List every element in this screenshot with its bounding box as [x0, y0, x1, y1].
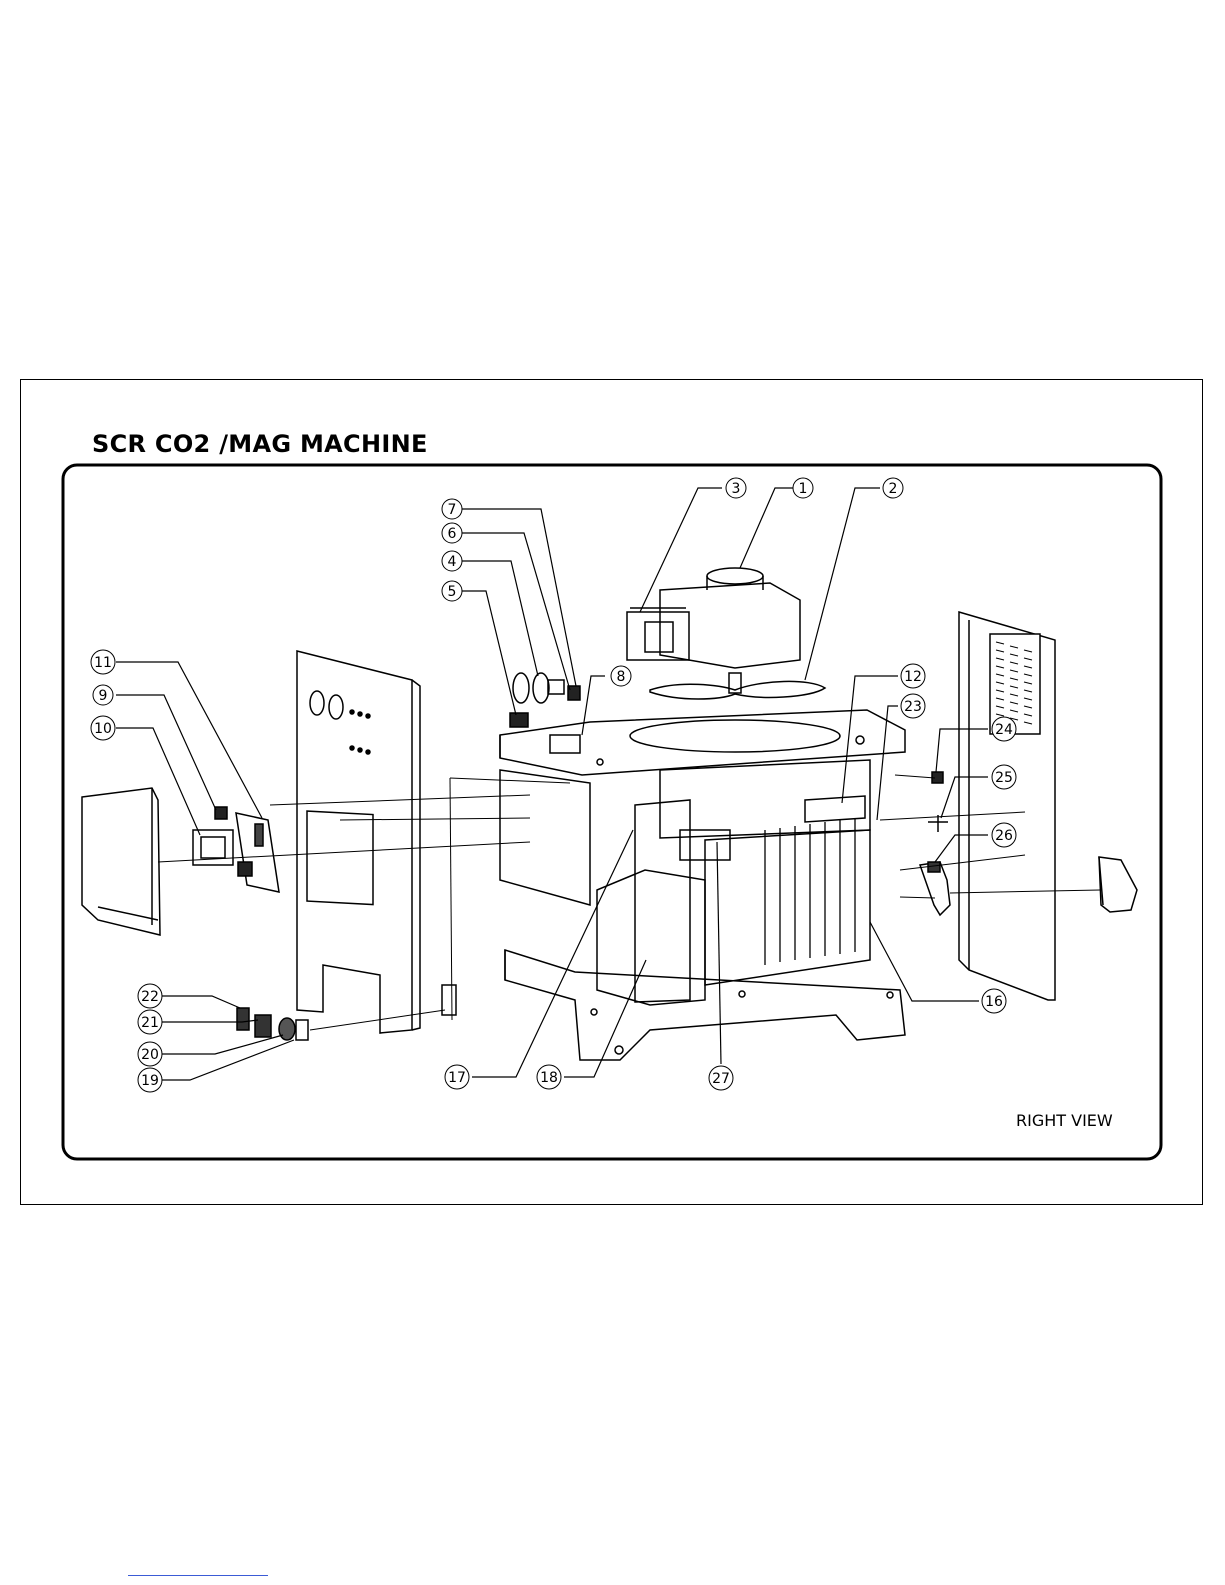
- callout-9: 9: [93, 685, 113, 705]
- callout-8: 8: [611, 666, 631, 686]
- callout-3: 3: [726, 478, 746, 498]
- callout-27: 27: [709, 1066, 733, 1090]
- callout-11: 11: [91, 650, 115, 674]
- callout-label: 19: [141, 1073, 159, 1089]
- callout-label: 11: [94, 655, 112, 671]
- callout-22: 22: [138, 984, 162, 1008]
- callout-label: 8: [617, 669, 626, 685]
- rear-small-parts: [920, 772, 950, 915]
- callout-label: 9: [99, 688, 108, 704]
- handle-part: [1099, 857, 1137, 912]
- callout-label: 23: [904, 699, 922, 715]
- callout-leader-lines: [116, 488, 988, 1080]
- callout-label: 5: [448, 584, 457, 600]
- fan-assembly-part: [627, 568, 825, 699]
- callout-17: 17: [445, 1065, 469, 1089]
- callout-7: 7: [442, 499, 462, 519]
- callout-10: 10: [91, 716, 115, 740]
- callout-label: 16: [985, 994, 1003, 1010]
- panel-switch-parts: [510, 673, 580, 753]
- callout-25: 25: [992, 765, 1016, 789]
- rear-panel-part: [959, 612, 1055, 1000]
- view-label: RIGHT VIEW: [1016, 1111, 1113, 1130]
- callout-label: 6: [448, 526, 457, 542]
- callout-5: 5: [442, 581, 462, 601]
- callout-18: 18: [537, 1065, 561, 1089]
- callout-2: 2: [883, 478, 903, 498]
- callout-label: 25: [995, 770, 1013, 786]
- callout-16: 16: [982, 989, 1006, 1013]
- callout-label: 3: [732, 481, 741, 497]
- callout-24: 24: [992, 717, 1016, 741]
- callout-label: 24: [995, 722, 1013, 738]
- top-plate-part: [500, 710, 905, 775]
- callout-label: 1: [799, 481, 808, 497]
- callout-4: 4: [442, 551, 462, 571]
- callout-label: 18: [540, 1070, 558, 1086]
- callout-label: 4: [448, 554, 457, 570]
- footer-link-underline: [128, 1575, 268, 1576]
- callout-19: 19: [138, 1068, 162, 1092]
- callout-label: 27: [712, 1071, 730, 1087]
- control-pcb-part: [193, 807, 279, 892]
- side-cover-part: [82, 788, 160, 935]
- callout-label: 10: [94, 721, 112, 737]
- front-panel-part: [297, 651, 420, 1033]
- callout-label: 20: [141, 1047, 159, 1063]
- callout-label: 2: [889, 481, 898, 497]
- callout-label: 7: [448, 502, 457, 518]
- callout-21: 21: [138, 1010, 162, 1034]
- callout-label: 17: [448, 1070, 466, 1086]
- internal-chassis-part: [500, 760, 905, 1060]
- callout-12: 12: [901, 664, 925, 688]
- callout-1: 1: [793, 478, 813, 498]
- callout-label: 26: [995, 828, 1013, 844]
- callout-6: 6: [442, 523, 462, 543]
- callout-label: 12: [904, 669, 922, 685]
- callout-20: 20: [138, 1042, 162, 1066]
- callout-label: 22: [141, 989, 159, 1005]
- callout-23: 23: [901, 694, 925, 718]
- callout-label: 21: [141, 1015, 159, 1031]
- output-terminal-parts: [237, 985, 456, 1040]
- callout-26: 26: [992, 823, 1016, 847]
